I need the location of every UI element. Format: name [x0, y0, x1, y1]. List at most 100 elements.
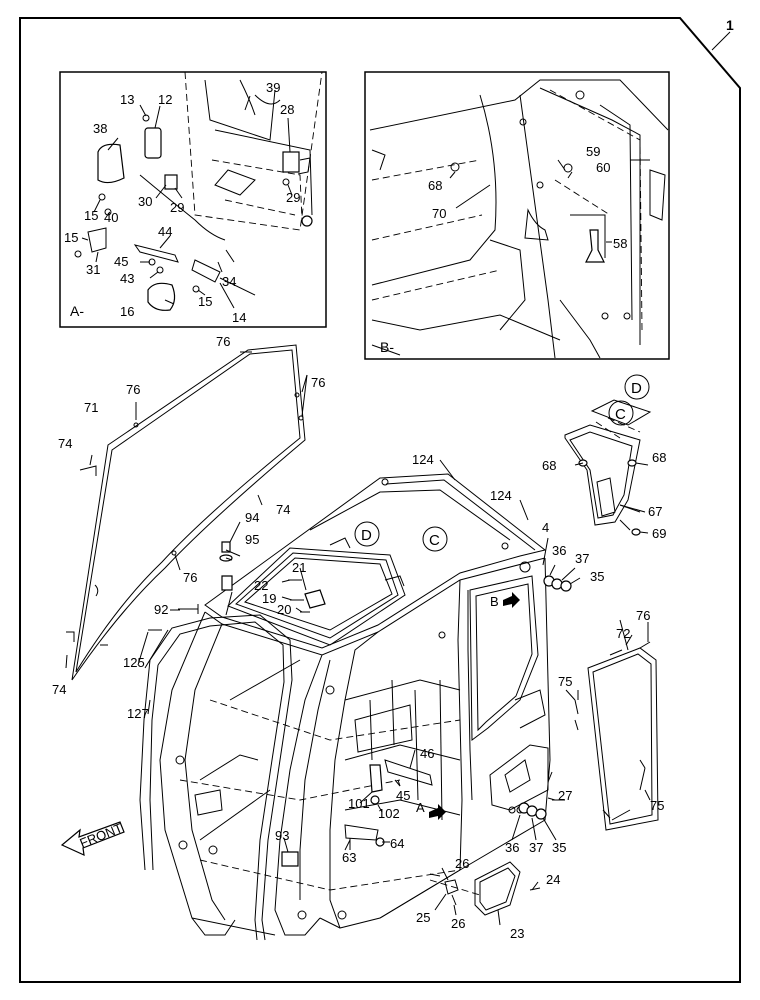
- svg-text:D: D: [631, 380, 642, 397]
- svg-text:76: 76: [126, 382, 140, 397]
- svg-text:127: 127: [127, 706, 149, 721]
- svg-text:22: 22: [254, 578, 268, 593]
- hinge-part-4: [542, 537, 581, 592]
- svg-text:29: 29: [170, 200, 184, 215]
- svg-text:D: D: [361, 527, 372, 544]
- svg-text:44: 44: [158, 224, 172, 239]
- svg-text:35: 35: [552, 840, 566, 855]
- svg-text:36: 36: [505, 840, 519, 855]
- svg-text:16: 16: [120, 304, 134, 319]
- svg-text:94: 94: [245, 510, 259, 525]
- svg-text:74: 74: [52, 682, 66, 697]
- svg-text:69: 69: [652, 526, 666, 541]
- svg-text:37: 37: [529, 840, 543, 855]
- svg-text:A: A: [416, 800, 425, 815]
- front-label: FRONT: [78, 820, 125, 851]
- circle-callouts: D C D C: [354, 374, 650, 552]
- small-hardware: [148, 541, 326, 631]
- svg-text:45: 45: [396, 788, 410, 803]
- svg-text:B: B: [490, 594, 499, 609]
- inset-b-frame: [364, 71, 670, 360]
- svg-text:C: C: [615, 406, 626, 423]
- svg-text:58: 58: [613, 236, 627, 251]
- svg-text:14: 14: [232, 310, 246, 325]
- svg-text:26: 26: [455, 856, 469, 871]
- svg-text:92: 92: [154, 602, 168, 617]
- view-arrows: B A: [416, 592, 520, 820]
- svg-text:29: 29: [286, 190, 300, 205]
- svg-text:28: 28: [280, 102, 294, 117]
- svg-text:76: 76: [183, 570, 197, 585]
- svg-text:63: 63: [342, 850, 356, 865]
- svg-text:23: 23: [510, 926, 524, 941]
- svg-text:124: 124: [490, 488, 512, 503]
- svg-text:4: 4: [542, 520, 549, 535]
- svg-text:76: 76: [216, 334, 230, 349]
- svg-text:95: 95: [245, 532, 259, 547]
- inset-b-caption: B-: [380, 339, 394, 355]
- svg-text:68: 68: [652, 450, 666, 465]
- inset-a-drawing: [74, 71, 323, 311]
- front-arrow: FRONT: [60, 820, 125, 856]
- svg-text:12: 12: [158, 92, 172, 107]
- svg-text:38: 38: [93, 121, 107, 136]
- svg-text:101: 101: [348, 796, 370, 811]
- svg-text:59: 59: [586, 144, 600, 159]
- svg-text:74: 74: [276, 502, 290, 517]
- svg-text:46: 46: [420, 746, 434, 761]
- svg-text:75: 75: [650, 798, 664, 813]
- leader-lines: [137, 459, 651, 926]
- main-label: 1: [726, 17, 734, 33]
- svg-text:76: 76: [636, 608, 650, 623]
- svg-text:64: 64: [390, 836, 404, 851]
- svg-text:25: 25: [416, 910, 430, 925]
- svg-text:124: 124: [412, 452, 434, 467]
- cover-23: [429, 861, 541, 916]
- svg-text:21: 21: [292, 560, 306, 575]
- svg-text:13: 13: [120, 92, 134, 107]
- svg-text:24: 24: [546, 872, 560, 887]
- svg-text:15: 15: [64, 230, 78, 245]
- front-window-glass: [65, 344, 308, 681]
- svg-text:75: 75: [558, 674, 572, 689]
- svg-text:19: 19: [262, 591, 276, 606]
- svg-text:45: 45: [114, 254, 128, 269]
- svg-text:102: 102: [378, 806, 400, 821]
- svg-text:76: 76: [311, 375, 325, 390]
- cab-body: [159, 473, 551, 936]
- main-leader: [711, 31, 731, 51]
- svg-text:40: 40: [104, 210, 118, 225]
- svg-text:125: 125: [123, 655, 145, 670]
- svg-text:15: 15: [198, 294, 212, 309]
- svg-text:39: 39: [266, 80, 280, 95]
- svg-text:20: 20: [277, 602, 291, 617]
- inset-b-drawing: [369, 79, 669, 359]
- svg-text:60: 60: [596, 160, 610, 175]
- svg-text:67: 67: [648, 504, 662, 519]
- rear-window-72: [574, 619, 659, 831]
- svg-text:27: 27: [558, 788, 572, 803]
- svg-text:72: 72: [616, 626, 630, 641]
- svg-text:43: 43: [120, 271, 134, 286]
- svg-text:36: 36: [552, 543, 566, 558]
- svg-text:C: C: [429, 532, 440, 549]
- inset-a-labels: 13 12 38 39 28 30 29 29 15 40 15 44 31 4…: [64, 80, 300, 325]
- svg-text:35: 35: [590, 569, 604, 584]
- svg-text:74: 74: [58, 436, 72, 451]
- lower-hardware: [281, 759, 556, 867]
- svg-text:30: 30: [138, 194, 152, 209]
- inset-b-labels: 59 60 68 70 58 B-: [380, 144, 627, 355]
- svg-text:93: 93: [275, 828, 289, 843]
- door-seal: [139, 614, 293, 941]
- part-labels: 76 76 76 71 74 74 94 95 76 22 21 19 20 9…: [52, 334, 666, 941]
- svg-text:26: 26: [451, 916, 465, 931]
- svg-text:31: 31: [86, 262, 100, 277]
- pillar-trim-67: [564, 399, 652, 536]
- svg-text:34: 34: [222, 274, 236, 289]
- svg-text:68: 68: [542, 458, 556, 473]
- svg-text:70: 70: [432, 206, 446, 221]
- svg-text:37: 37: [575, 551, 589, 566]
- diagram-frame: [19, 17, 741, 983]
- inset-a-caption: A-: [70, 303, 84, 319]
